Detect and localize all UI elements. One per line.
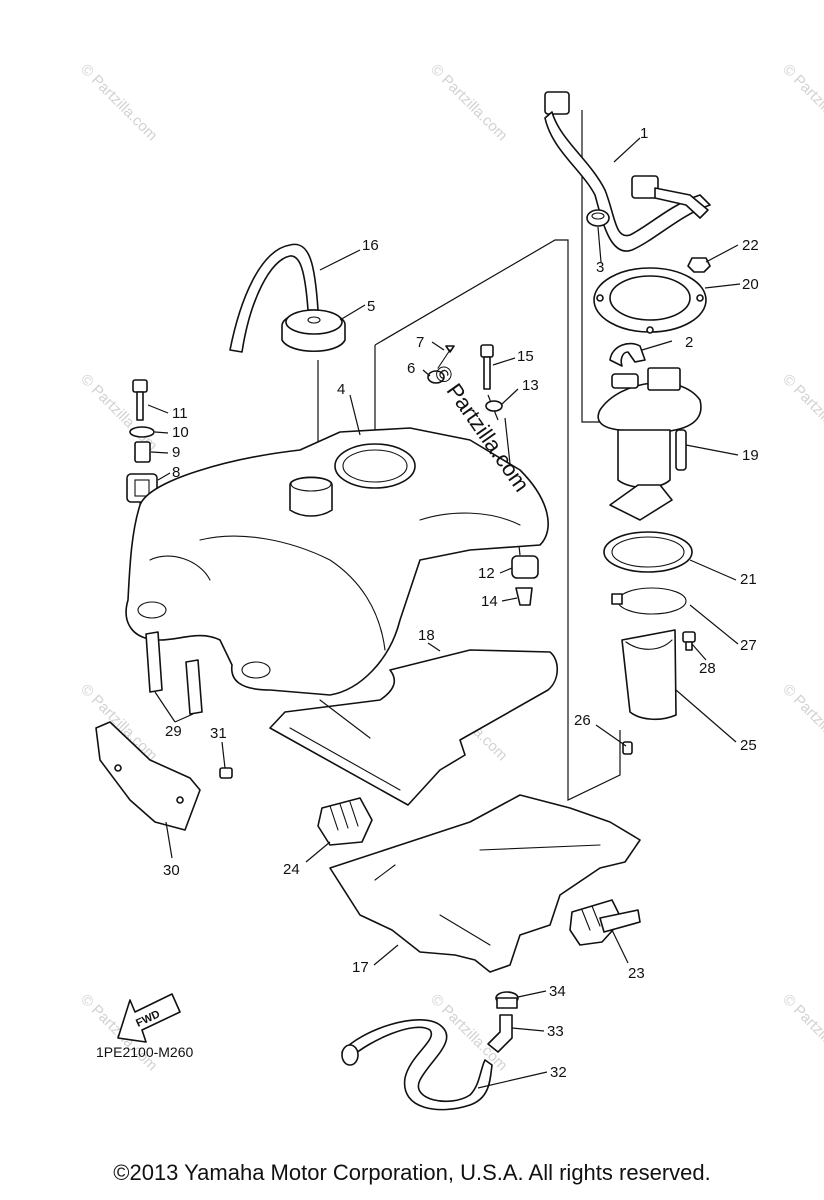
callout-21: 21 (740, 571, 757, 588)
bolt-11 (132, 379, 148, 421)
callout-14: 14 (481, 593, 498, 610)
watermark: © Partzilla.com (779, 371, 824, 454)
callout-17: 17 (352, 959, 369, 976)
nut-22 (687, 257, 711, 273)
callout-19: 19 (742, 447, 759, 464)
pump-plate-20 (593, 267, 707, 334)
callout-24: 24 (283, 861, 300, 878)
band-27 (611, 587, 687, 615)
callout-26: 26 (574, 712, 591, 729)
fitting-33 (487, 1014, 513, 1053)
callout-31: 31 (210, 725, 227, 742)
callout-6: 6 (407, 360, 415, 377)
callout-5: 5 (367, 298, 375, 315)
watermark: © Partzilla.com (779, 991, 824, 1074)
grommet-34 (495, 991, 519, 1009)
leader-lines (147, 137, 741, 1089)
damper-12 (511, 555, 539, 579)
copyright-notice: ©2013 Yamaha Motor Corporation, U.S.A. A… (113, 1160, 711, 1185)
callout-10: 10 (172, 424, 189, 441)
fwd-arrow-icon: FWD (117, 993, 181, 1043)
callout-25: 25 (740, 737, 757, 754)
screw-7 (437, 345, 455, 369)
callout-27: 27 (740, 637, 757, 654)
washer-10 (129, 426, 155, 438)
callout-3: 3 (596, 259, 604, 276)
collar-9 (134, 441, 151, 463)
callout-28: 28 (699, 660, 716, 677)
callout-33: 33 (547, 1023, 564, 1040)
callout-20: 20 (742, 276, 759, 293)
fuel-tank-4 (125, 427, 549, 696)
bolt-15 (480, 344, 494, 390)
cover-25 (621, 629, 677, 721)
callout-23: 23 (628, 965, 645, 982)
callout-4: 4 (337, 381, 345, 398)
collar-14 (515, 587, 533, 606)
washer-13 (485, 400, 503, 412)
bolt-31 (219, 741, 233, 779)
clip-2 (609, 342, 646, 367)
rectifier-24 (317, 797, 373, 846)
callout-2: 2 (685, 334, 693, 351)
callout-22: 22 (742, 237, 759, 254)
screw-26 (622, 741, 633, 755)
nut-6 (427, 370, 445, 384)
o-ring-21 (603, 531, 693, 573)
diagram-code: 1PE2100-M260 (96, 1044, 194, 1060)
callout-8: 8 (172, 464, 180, 481)
callout-30: 30 (163, 862, 180, 879)
watermark: © Partzilla.com (77, 61, 160, 144)
watermark: © Partzilla.com (427, 61, 510, 144)
callout-18: 18 (418, 627, 435, 644)
callout-13: 13 (522, 377, 539, 394)
damper-29 (145, 631, 203, 715)
callout-16: 16 (362, 237, 379, 254)
grommet-3 (586, 209, 610, 227)
callout-1: 1 (640, 125, 648, 142)
callout-34: 34 (549, 983, 566, 1000)
watermark: © Partzilla.com (779, 61, 824, 144)
wire-harness (544, 91, 711, 252)
bracket-30 (95, 721, 201, 831)
callout-29: 29 (165, 723, 182, 740)
callout-9: 9 (172, 444, 180, 461)
bolt-28 (682, 631, 696, 651)
callout-11: 11 (172, 405, 188, 422)
connector-23 (569, 899, 641, 946)
hose-32 (341, 1019, 493, 1111)
callout-12: 12 (478, 565, 495, 582)
callout-7: 7 (416, 334, 424, 351)
cover-17 (329, 794, 641, 973)
fuel-pump-19 (597, 367, 702, 521)
watermark: © Partzilla.com (779, 681, 824, 764)
cap-5 (281, 309, 346, 353)
callout-32: 32 (550, 1064, 567, 1081)
callouts: 1 2 3 4 5 6 7 8 9 10 11 12 13 14 15 16 1… (163, 125, 759, 1081)
callout-15: 15 (517, 348, 534, 365)
sheet-18 (269, 649, 559, 806)
